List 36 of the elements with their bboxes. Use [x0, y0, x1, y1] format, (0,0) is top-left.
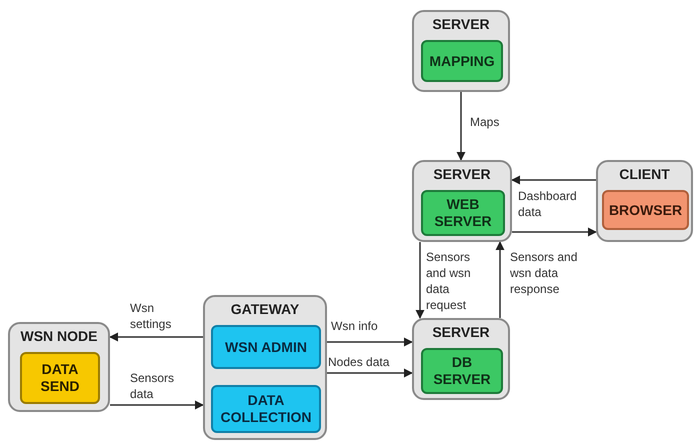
arrow — [416, 242, 424, 319]
tier-title: SERVER — [431, 15, 491, 33]
arrow — [327, 368, 413, 378]
tier-box — [412, 318, 510, 400]
edge-label: Wsn info — [331, 318, 379, 334]
module-box: WEB SERVER — [421, 190, 505, 236]
tier-title: SERVER — [431, 323, 491, 341]
arrow — [109, 332, 203, 342]
edge-label: Sensors data — [130, 370, 176, 402]
module-box: DATA COLLECTION — [211, 385, 321, 433]
edge-label: Nodes data — [328, 354, 390, 370]
arrow — [496, 241, 504, 318]
arrow — [456, 92, 466, 161]
tier-title: WSN NODE — [20, 327, 98, 345]
arrow — [327, 338, 413, 346]
edge-label: Sensors and wsn data request — [426, 249, 472, 313]
module-box: DB SERVER — [421, 348, 503, 394]
module-box: WSN ADMIN — [211, 325, 321, 369]
arrow — [512, 228, 597, 236]
edge-label: Dashboard data — [518, 188, 578, 220]
module-box: DATA SEND — [20, 352, 100, 404]
arrow — [511, 176, 596, 184]
module-box: BROWSER — [602, 190, 689, 230]
tier-box — [412, 10, 510, 92]
arrow — [110, 400, 204, 410]
tier-box — [412, 160, 512, 242]
tier-title: GATEWAY — [230, 300, 300, 318]
edge-label: Wsn settings — [130, 300, 172, 332]
module-box: MAPPING — [421, 40, 503, 82]
tier-box — [8, 322, 110, 412]
edge-label: Sensors and wsn data response — [510, 249, 578, 297]
tier-box — [596, 160, 693, 242]
edge-label: Maps — [470, 114, 500, 130]
tier-title: SERVER — [432, 165, 492, 183]
tier-title: CLIENT — [618, 165, 671, 183]
tier-box — [203, 295, 327, 440]
